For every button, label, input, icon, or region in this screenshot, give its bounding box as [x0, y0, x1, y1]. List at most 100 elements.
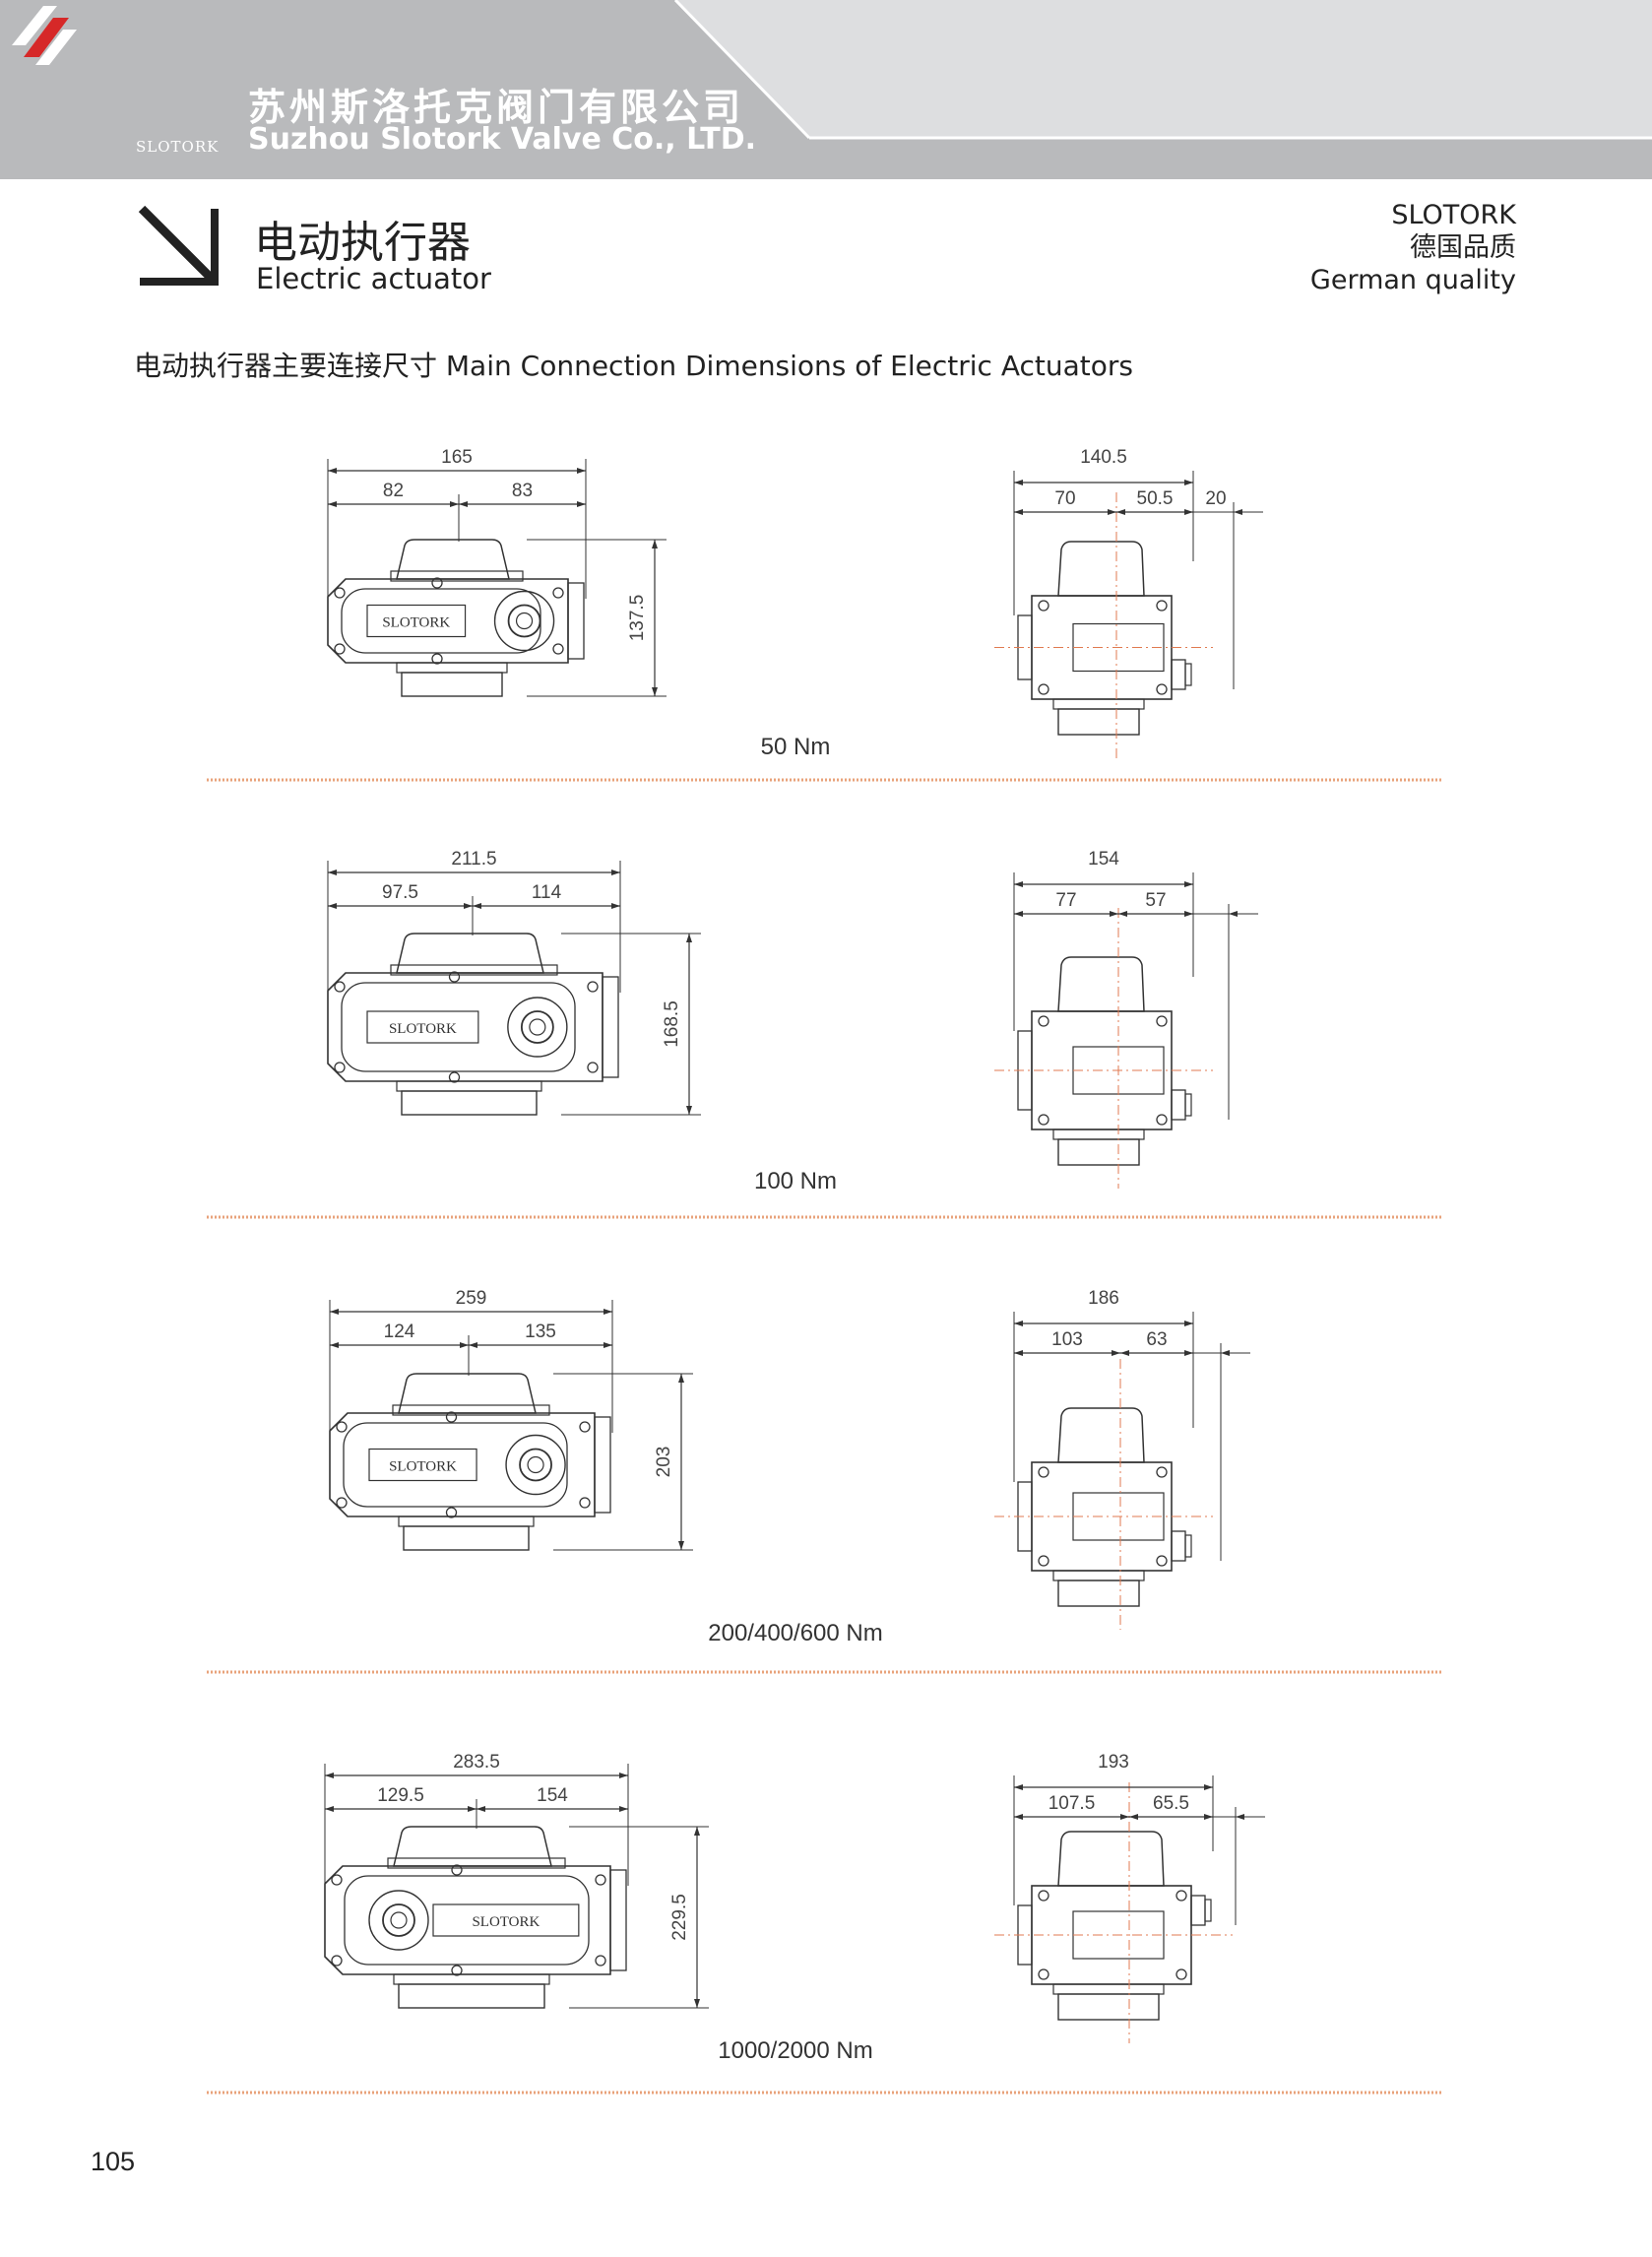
screw — [448, 1071, 461, 1083]
company-name-en: Suzhou Slotork Valve Co., LTD. — [248, 122, 757, 157]
cover-flange — [392, 1404, 550, 1416]
screw — [1156, 1114, 1168, 1126]
dim-side-right: 50.5 — [1137, 488, 1174, 509]
arrow-head — [1014, 509, 1023, 515]
screw — [1175, 1968, 1187, 1980]
side-mounting-base — [1057, 1580, 1140, 1607]
dim-front-height: 137.5 — [627, 595, 648, 642]
brand-label: SLOTORK — [382, 615, 450, 631]
front-view: SLOTORK — [327, 933, 619, 1116]
arrow-head — [1118, 911, 1127, 917]
arrow-head — [1108, 509, 1116, 515]
screw — [1038, 683, 1049, 695]
arrow-head — [473, 903, 481, 909]
label-plate — [366, 1010, 479, 1044]
screw — [336, 1497, 348, 1509]
brand-tagline-en: German quality — [1309, 265, 1516, 295]
section-arrow-icon — [138, 205, 219, 286]
header-band — [0, 0, 1652, 179]
screw — [331, 1955, 343, 1967]
front-panel — [341, 982, 576, 1072]
mounting-base — [403, 1525, 530, 1551]
screw — [1156, 1555, 1168, 1567]
arrow-head — [1014, 1350, 1023, 1356]
brand-label: SLOTORK — [389, 1459, 457, 1475]
arrow-head — [604, 1309, 612, 1315]
side-base-flange — [1052, 1983, 1165, 1995]
screw — [579, 1421, 591, 1433]
dim-front-right: 83 — [512, 481, 533, 501]
screw — [448, 971, 461, 983]
dim-front-total: 283.5 — [453, 1752, 500, 1773]
screw — [595, 1874, 606, 1886]
gland-nut — [1184, 663, 1192, 686]
arrow-head — [1014, 1814, 1023, 1820]
torque-label: 50 Nm — [761, 734, 831, 760]
base-flange — [393, 1973, 550, 1985]
side-mounting-base — [1057, 1993, 1160, 2021]
dim-side-right: 63 — [1146, 1329, 1167, 1350]
arrow-head — [652, 540, 658, 548]
dim-side-left: 70 — [1054, 488, 1075, 509]
dim-front-total: 211.5 — [451, 849, 496, 870]
dim-front-height: 168.5 — [662, 1000, 682, 1048]
side-cover — [1057, 1831, 1165, 1887]
brand-block: SLOTORK 德国品质 German quality — [1310, 199, 1516, 296]
arrow-head — [328, 468, 337, 474]
screw — [1038, 1555, 1049, 1567]
side-mounting-base — [1057, 708, 1140, 736]
arrow-head — [694, 1999, 700, 2008]
arrow-head — [330, 1342, 339, 1348]
arrow-head — [328, 870, 337, 875]
arrow-head — [1204, 1784, 1213, 1790]
handwheel-hub — [529, 1018, 546, 1036]
base-flange — [396, 1080, 542, 1092]
screw — [331, 1874, 343, 1886]
arrow-head — [1184, 1321, 1193, 1326]
dim-side-total: 186 — [1088, 1288, 1119, 1309]
arrow-head — [1014, 911, 1023, 917]
arrow-head — [1112, 1350, 1120, 1356]
dim-front-total: 259 — [456, 1288, 487, 1309]
arrow-head — [1234, 509, 1242, 515]
side-cover — [1057, 541, 1145, 597]
screw — [1156, 600, 1168, 612]
front-panel — [344, 1875, 590, 1966]
screw — [334, 643, 346, 655]
screw — [1038, 1114, 1049, 1126]
top-cover — [396, 539, 510, 580]
side-box — [567, 582, 585, 660]
cover-flange — [390, 570, 524, 582]
arrow-head — [1120, 1814, 1129, 1820]
arrow-head — [325, 1806, 334, 1812]
dim-front-left: 82 — [383, 481, 404, 501]
handwheel — [519, 1448, 552, 1482]
arrow-head — [330, 1309, 339, 1315]
page-number: 105 — [91, 2147, 136, 2176]
torque-label: 200/400/600 Nm — [708, 1620, 882, 1646]
top-cover — [398, 1373, 537, 1414]
gland-nut — [1184, 1534, 1192, 1558]
screw — [579, 1497, 591, 1509]
arrow-head — [469, 1342, 477, 1348]
main-body — [327, 972, 604, 1082]
label-plate — [366, 604, 467, 638]
handwheel — [507, 604, 541, 638]
arrow-head — [1221, 1350, 1230, 1356]
dim-side-right: 57 — [1145, 890, 1166, 911]
section-title-cn: 电动执行器 — [254, 218, 471, 268]
dim-front-left: 124 — [384, 1322, 415, 1342]
arrow-head — [468, 1806, 477, 1812]
torque-label: 100 Nm — [754, 1168, 837, 1194]
screw — [1038, 1015, 1049, 1027]
side-base-flange — [1052, 698, 1145, 710]
arrow-head — [459, 501, 468, 507]
arrow-head — [1014, 881, 1023, 887]
handwheel-hub — [527, 1455, 544, 1474]
brand-label: SLOTORK — [472, 1914, 540, 1930]
arrow-head — [678, 1374, 684, 1383]
arrow-head — [328, 903, 337, 909]
cable-gland — [1171, 1530, 1186, 1562]
screw — [1038, 1890, 1049, 1902]
